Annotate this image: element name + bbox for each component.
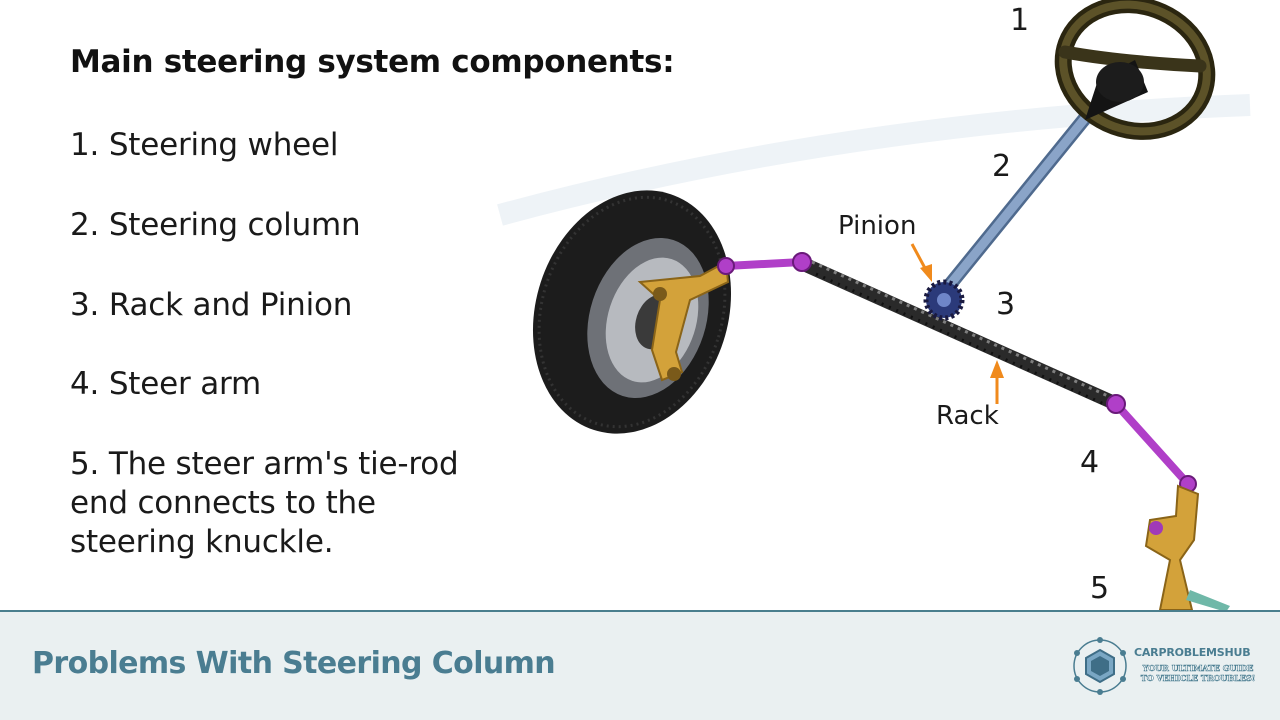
slide-content: Main steering system components: 1. Stee… bbox=[70, 0, 1251, 610]
component-tie-rod-end: 5. The steer arm's tie-rod end connects … bbox=[70, 446, 459, 560]
hexagon-network-icon bbox=[1073, 637, 1127, 695]
footer-title: Problems With Steering Column bbox=[32, 646, 556, 681]
pinion-gear bbox=[923, 279, 965, 321]
pinion-label: Pinion bbox=[838, 211, 916, 241]
component-steering-column: 2. Steering column bbox=[70, 207, 361, 243]
steering-system-diagram: 1 2 3 4 5 Pinion Rack bbox=[497, 0, 1251, 610]
left-tie-rod bbox=[717, 252, 812, 275]
diagram-number-1: 1 bbox=[1010, 3, 1029, 38]
pinion-arrow bbox=[910, 243, 932, 282]
component-steering-wheel: 1. Steering wheel bbox=[70, 127, 339, 163]
steering-column-shaft bbox=[939, 107, 1095, 297]
brand-logo-block[interactable]: CARPROBLEMSHUB YOUR ULTIMATE GUIDE TO VE… bbox=[1070, 636, 1270, 700]
footer-banner: Problems With Steering Column CARPROBLEM… bbox=[0, 610, 1280, 720]
rack-label: Rack bbox=[936, 401, 999, 431]
steering-wheel bbox=[1054, 0, 1216, 140]
diagram-number-2: 2 bbox=[992, 149, 1011, 184]
component-rack-and-pinion: 3. Rack and Pinion bbox=[70, 287, 353, 323]
diagram-number-3: 3 bbox=[996, 287, 1015, 322]
brand-name: CARPROBLEMSHUB bbox=[1134, 646, 1251, 659]
steer-arm bbox=[1106, 394, 1197, 493]
component-steer-arm: 4. Steer arm bbox=[70, 366, 262, 402]
brand-tagline: YOUR ULTIMATE GUIDE TO VEHICLE TROUBLES! bbox=[1140, 663, 1256, 684]
slide-heading: Main steering system components: bbox=[70, 44, 675, 80]
diagram-number-4: 4 bbox=[1080, 445, 1099, 480]
rack-arrow bbox=[990, 360, 1004, 404]
rack bbox=[801, 259, 1119, 409]
diagram-number-5: 5 bbox=[1090, 571, 1109, 606]
background-swoosh bbox=[497, 94, 1251, 226]
right-steering-knuckle bbox=[1144, 484, 1230, 610]
